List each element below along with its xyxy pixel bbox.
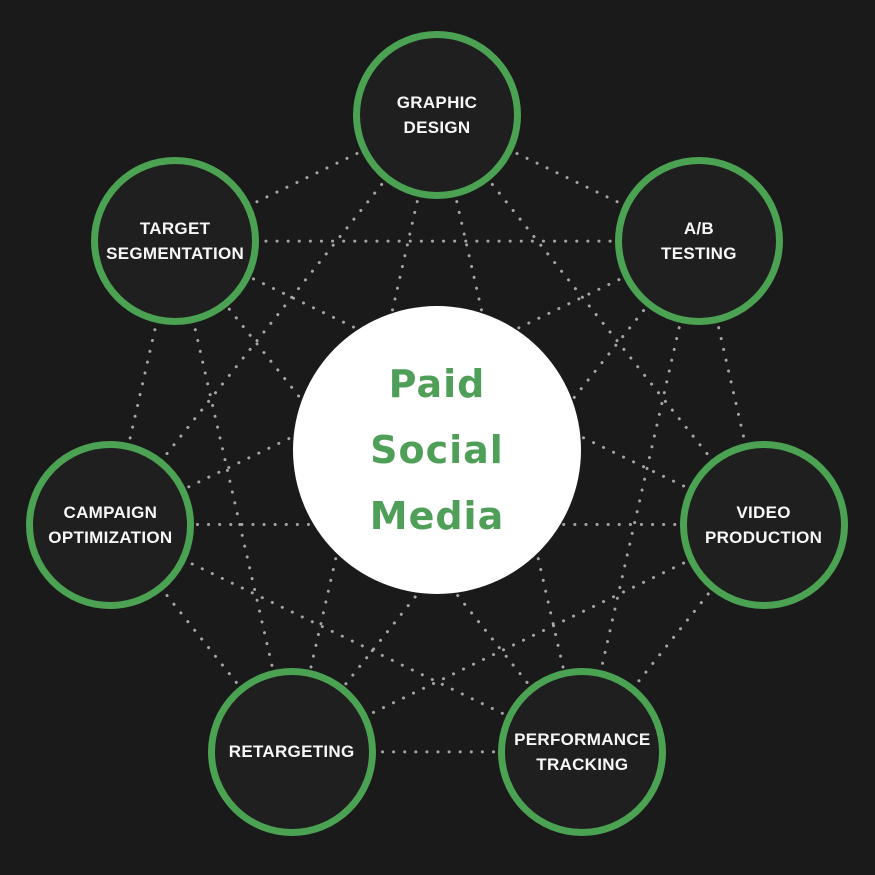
node-label-graphic-design: GRAPHIC DESIGN: [396, 93, 478, 137]
node-label-retargeting: RETARGETING: [228, 742, 355, 762]
node-video-production: VIDEO PRODUCTION: [679, 440, 848, 609]
node-retargeting: RETARGETING: [207, 667, 376, 836]
node-label-campaign-optimization: CAMPAIGN OPTIMIZATION: [48, 502, 173, 547]
node-label-ab-testing: A/B TESTING: [661, 219, 737, 264]
hub-circle-paid-social-media: Paid Social Media: [293, 306, 581, 594]
node-ab-testing: A/B TESTING: [614, 157, 783, 326]
node-label-video-production: VIDEO PRODUCTION: [704, 502, 823, 547]
node-campaign-optimization: CAMPAIGN OPTIMIZATION: [26, 440, 195, 609]
node-label-target-segmentation: TARGET SEGMENTATION: [106, 219, 245, 264]
node-graphic-design: GRAPHIC DESIGN: [353, 31, 521, 199]
node-target-segmentation: TARGET SEGMENTATION: [91, 157, 260, 326]
node-performance-tracking: PERFORMANCE TRACKING: [498, 667, 667, 836]
node-label-performance-tracking: PERFORMANCE TRACKING: [514, 729, 651, 774]
hub-label: Paid Social Media: [369, 362, 505, 538]
